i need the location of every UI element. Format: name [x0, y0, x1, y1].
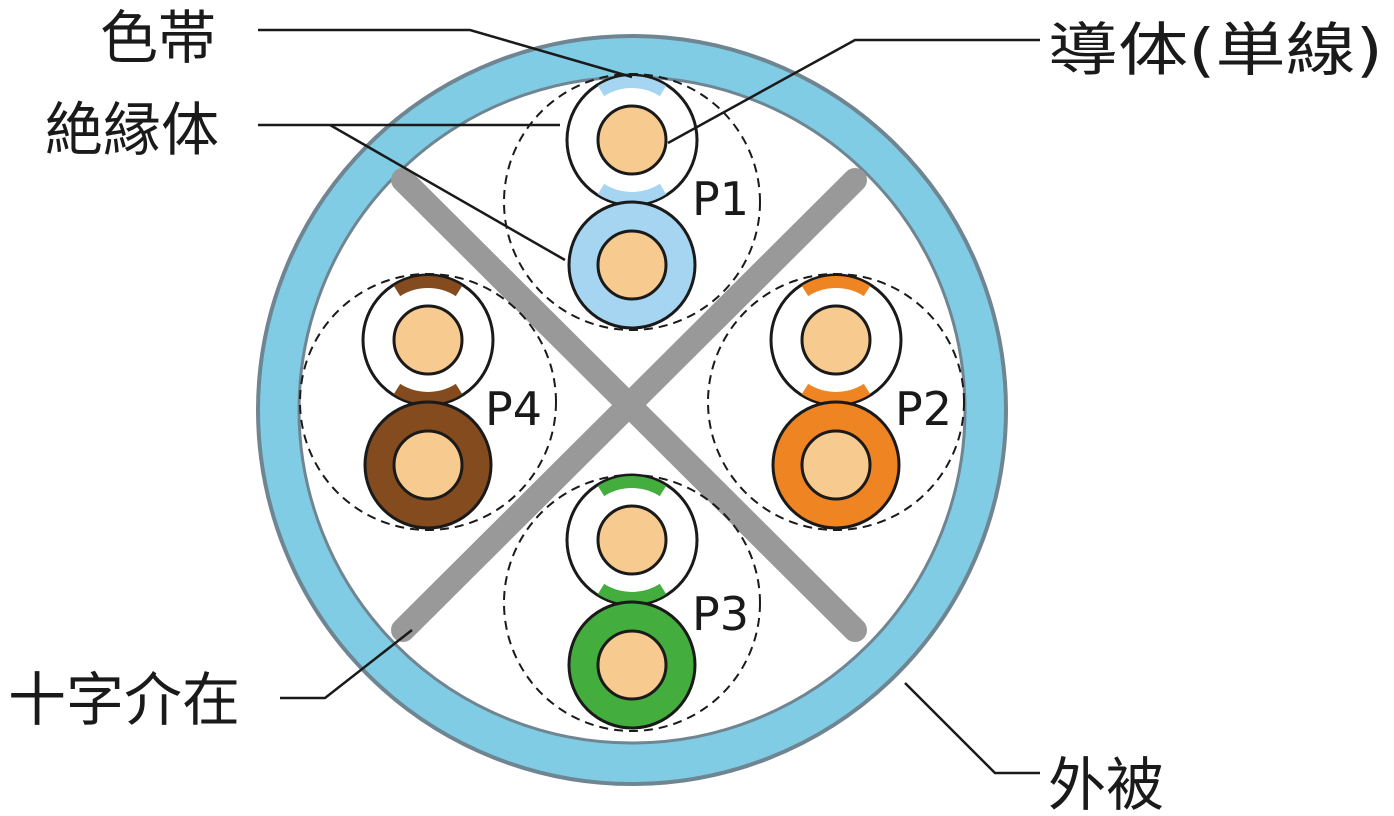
pair-p3-conductor-1 — [596, 504, 668, 576]
pair-p2-conductor-1 — [800, 304, 872, 376]
pair-p3-conductor-2 — [596, 629, 668, 701]
pair-p4-label: P4 — [485, 382, 542, 436]
leader-conductor — [667, 38, 1040, 145]
pair-p2-conductor-2 — [800, 429, 872, 501]
pair-p2: P2 — [707, 273, 965, 531]
pair-p1-color-band-top — [597, 76, 667, 97]
pair-p3-color-band-bottom — [597, 583, 667, 604]
pair-p1: P1 — [503, 73, 761, 331]
pair-p4-color-band-top — [393, 276, 463, 297]
pair-p2-color-band-top — [801, 276, 871, 297]
pair-p3-label: P3 — [692, 587, 749, 641]
leader-insulator-solid — [329, 123, 566, 262]
pair-p2-color-band-bottom — [801, 383, 871, 404]
pair-p2-label: P2 — [895, 382, 952, 436]
pair-p3-color-band-top — [597, 476, 667, 497]
pair-p1-label: P1 — [692, 172, 749, 226]
label-conductor: 導体(単線) — [1048, 16, 1383, 84]
pair-p1-conductor-1 — [596, 104, 668, 176]
leader-lines — [258, 28, 1040, 775]
pair-p4: P4 — [299, 273, 557, 531]
pair-p1-conductor-2 — [596, 229, 668, 301]
label-outer-jacket: 外被 — [1048, 751, 1164, 816]
label-cross-separator: 十字介在 — [8, 666, 240, 734]
leader-color-band — [258, 28, 633, 79]
pair-p4-conductor-1 — [392, 304, 464, 376]
pair-p1-color-band-bottom — [597, 183, 667, 204]
pair-p4-color-band-bottom — [393, 383, 463, 404]
cross-separator — [391, 168, 867, 642]
pair-p3: P3 — [503, 473, 761, 732]
leader-cross-separator — [280, 629, 413, 700]
label-color-band: 色帯 — [100, 4, 216, 72]
leader-outer-jacket — [904, 682, 1040, 775]
label-insulator: 絶縁体 — [45, 96, 219, 164]
pair-p4-conductor-2 — [392, 429, 464, 501]
